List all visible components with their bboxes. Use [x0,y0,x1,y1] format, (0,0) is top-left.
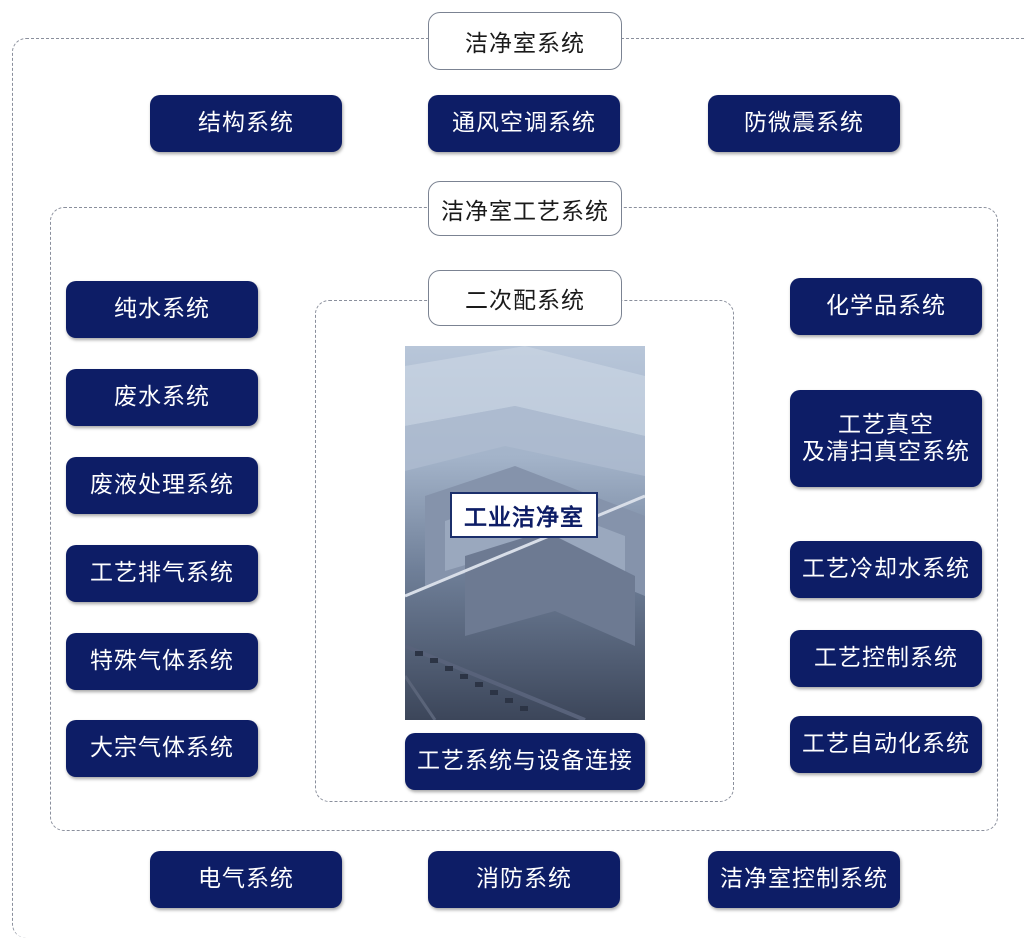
special-gas-system-label: 特殊气体系统 [90,648,234,675]
bulk-gas-system-box: 大宗气体系统 [66,720,258,777]
waste-liquid-system-label: 废液处理系统 [90,472,234,499]
cleanroom-control-system-box: 洁净室控制系统 [708,851,900,908]
special-gas-system-box: 特殊气体系统 [66,633,258,690]
electrical-system-box: 电气系统 [150,851,342,908]
chemical-system-box: 化学品系统 [790,278,982,335]
process-control-system-box: 工艺控制系统 [790,630,982,687]
waste-liquid-system-box: 废液处理系统 [66,457,258,514]
anti-vibration-system-label: 防微震系统 [744,110,864,137]
process-cooling-water-system-box: 工艺冷却水系统 [790,541,982,598]
process-automation-system-box: 工艺自动化系统 [790,716,982,773]
structure-system-box: 结构系统 [150,95,342,152]
anti-vibration-system-box: 防微震系统 [708,95,900,152]
cleanroom-control-system-label: 洁净室控制系统 [720,866,888,893]
equipment-connection-box: 工艺系统与设备连接 [405,733,645,790]
industrial-cleanroom-label: 工业洁净室 [450,492,598,538]
structure-system-label: 结构系统 [198,110,294,137]
process-control-system-label: 工艺控制系统 [814,645,958,672]
chemical-system-label: 化学品系统 [826,293,946,320]
wastewater-system-label: 废水系统 [114,384,210,411]
bulk-gas-system-label: 大宗气体系统 [90,735,234,762]
hvac-system-label: 通风空调系统 [452,110,596,137]
cleanroom-system-label: 洁净室系统 [428,12,622,70]
pure-water-system-label: 纯水系统 [114,296,210,323]
pure-water-system-box: 纯水系统 [66,281,258,338]
fire-protection-system-label: 消防系统 [476,866,572,893]
equipment-connection-label: 工艺系统与设备连接 [417,748,633,775]
process-exhaust-system-box: 工艺排气系统 [66,545,258,602]
electrical-system-label: 电气系统 [198,866,294,893]
process-exhaust-system-label: 工艺排气系统 [90,560,234,587]
process-system-label: 洁净室工艺系统 [428,181,622,236]
process-cooling-water-system-label: 工艺冷却水系统 [802,556,970,583]
process-vacuum-system-label: 工艺真空 及清扫真空系统 [802,412,970,465]
process-vacuum-system-box: 工艺真空 及清扫真空系统 [790,390,982,487]
process-automation-system-label: 工艺自动化系统 [802,731,970,758]
hvac-system-box: 通风空调系统 [428,95,620,152]
fire-protection-system-box: 消防系统 [428,851,620,908]
secondary-system-label: 二次配系统 [428,270,622,326]
wastewater-system-box: 废水系统 [66,369,258,426]
